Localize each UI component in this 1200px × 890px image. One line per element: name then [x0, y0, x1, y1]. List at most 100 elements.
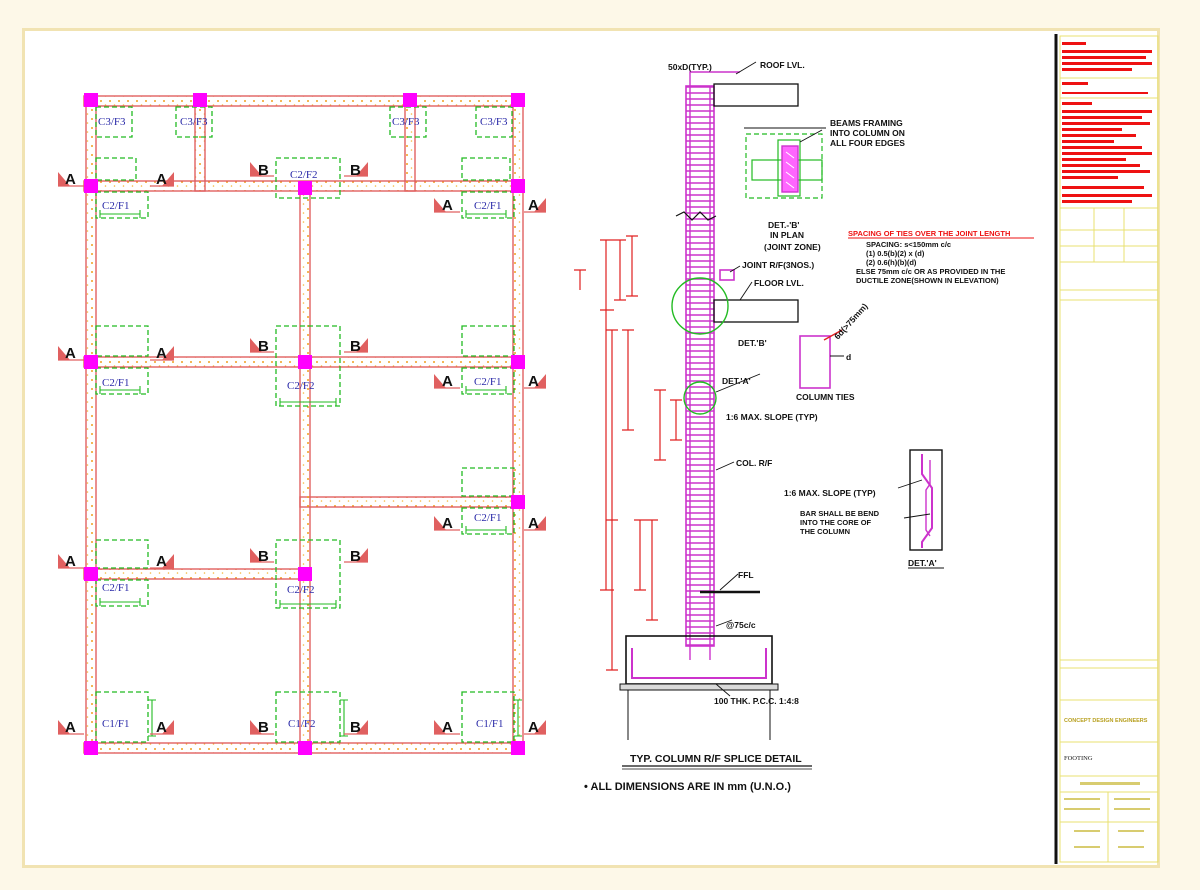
svg-text:A: A — [442, 515, 453, 532]
ties-spacing-label: @75c/c — [726, 620, 756, 630]
svg-text:A: A — [442, 373, 453, 390]
svg-text:B: B — [350, 338, 361, 355]
svg-text:A: A — [442, 197, 453, 214]
svg-text:A: A — [528, 719, 539, 736]
title-block: CONCEPT DESIGN ENGINEERS FOOTING — [1054, 34, 1159, 864]
svg-text:B: B — [258, 719, 269, 736]
section-mark-a: A — [58, 345, 84, 362]
spacing-note-line: DUCTILE ZONE(SHOWN IN ELEVATION) — [856, 276, 999, 285]
label-c2f1: C2/F1 — [102, 582, 130, 594]
beams-framing-label: ALL FOUR EDGES — [830, 138, 905, 148]
spacing-note-line: (1) 0.5(b)(2) x (d) — [866, 249, 925, 258]
column-ties-label: COLUMN TIES — [796, 392, 855, 402]
section-mark-a: A — [150, 553, 174, 570]
section-mark-a: A — [524, 719, 546, 736]
svg-text:A: A — [528, 197, 539, 214]
joint-rf-label: JOINT R/F(3NOS.) — [742, 260, 814, 270]
roof-lvl-label: ROOF LVL. — [760, 60, 805, 70]
bar-bend-label: INTO THE CORE OF — [800, 518, 872, 527]
label-c1f1: C1/F1 — [102, 718, 130, 730]
section-mark-a: A — [150, 719, 174, 736]
svg-text:B: B — [258, 548, 269, 565]
section-mark-a: A — [524, 197, 546, 214]
detail-title: TYP. COLUMN R/F SPLICE DETAIL — [630, 753, 802, 765]
label-c2f1: C2/F1 — [474, 512, 502, 524]
bar-bend-label: BAR SHALL BE BEND — [800, 509, 880, 518]
max-slope-label-2: 1:6 MAX. SLOPE (TYP) — [784, 488, 876, 498]
svg-text:B: B — [350, 719, 361, 736]
label-c2f2: C2/F2 — [287, 584, 315, 596]
foundation-plan: C3/F3 C3/F3 C3/F3 C3/F3 C2/F2 C2/F1 C2/F… — [58, 93, 546, 755]
det-a-ref: DET.'A' — [722, 376, 751, 386]
sheet-name: FOOTING — [1064, 755, 1093, 762]
bar-bend-label: THE COLUMN — [800, 527, 850, 536]
hook-label: 6d(>75mm) — [832, 301, 870, 341]
det-b-title: (JOINT ZONE) — [764, 242, 821, 252]
max-slope-label: 1:6 MAX. SLOPE (TYP) — [726, 412, 818, 422]
svg-text:B: B — [258, 162, 269, 179]
det-a-title: DET.'A' — [908, 558, 937, 568]
lap-dimensions — [574, 235, 682, 671]
section-mark-b: B — [344, 548, 368, 565]
section-mark-b: B — [344, 338, 368, 355]
svg-text:A: A — [528, 373, 539, 390]
drawing-frame — [22, 28, 1160, 868]
section-mark-b: B — [250, 548, 274, 565]
floor-lvl-label: FLOOR LVL. — [754, 278, 804, 288]
spacing-note-line: SPACING: s<150mm c/c — [866, 240, 951, 249]
svg-text:A: A — [528, 515, 539, 532]
label-c2f1: C2/F1 — [102, 200, 130, 212]
col-rf-label: COL. R/F — [736, 458, 772, 468]
column-splice-detail: 50xD(TYP.) ROOF LVL. BEAMS FRAMING INTO … — [574, 60, 1034, 793]
footing-dim-ticks — [99, 210, 522, 737]
ffl-label: FFL — [738, 570, 754, 580]
det-b-title: DET.-'B' — [768, 220, 799, 230]
section-mark-a: A — [58, 719, 84, 736]
column-tie-sketch — [799, 329, 844, 389]
section-mark-a: A — [524, 373, 546, 390]
svg-text:B: B — [350, 548, 361, 565]
label-c2f1: C2/F1 — [474, 200, 502, 212]
label-c2f2: C2/F2 — [290, 169, 318, 181]
label-c1f2: C1/F2 — [288, 718, 316, 730]
section-mark-a: A — [58, 171, 84, 188]
spacing-note-line: ELSE 75mm c/c OR AS PROVIDED IN THE — [856, 267, 1005, 276]
section-mark-b: B — [344, 719, 368, 736]
column-labels: C3/F3 C3/F3 C3/F3 C3/F3 C2/F2 C2/F1 C2/F… — [98, 116, 508, 730]
section-mark-b: B — [250, 338, 274, 355]
svg-text:A: A — [156, 345, 167, 362]
svg-text:B: B — [350, 162, 361, 179]
svg-text:A: A — [156, 553, 167, 570]
footing-outlines — [95, 106, 515, 743]
spacing-note: SPACING OF TIES OVER THE JOINT LENGTH SP… — [848, 229, 1034, 285]
firm-name: CONCEPT DESIGN ENGINEERS — [1064, 718, 1148, 724]
section-mark-a: A — [434, 515, 460, 532]
section-mark-b: B — [250, 719, 274, 736]
svg-text:B: B — [258, 338, 269, 355]
label-c3f3: C3/F3 — [180, 116, 208, 128]
label-c1f1: C1/F1 — [476, 718, 504, 730]
svg-text:A: A — [65, 719, 76, 736]
svg-text:A: A — [156, 719, 167, 736]
tie-d-label: d — [846, 352, 851, 362]
label-c2f1: C2/F1 — [102, 377, 130, 389]
section-mark-a: A — [58, 553, 84, 570]
det-a-callout — [683, 381, 717, 415]
section-mark-a: A — [434, 197, 460, 214]
spacing-note-line: (2) 0.6(h)(b)(d) — [866, 258, 917, 267]
det-b-callout — [671, 277, 729, 335]
section-mark-a: A — [434, 373, 460, 390]
pcc-label: 100 THK. P.C.C. 1:4:8 — [714, 696, 799, 706]
section-mark-a: A — [150, 171, 174, 188]
spacing-note-title: SPACING OF TIES OVER THE JOINT LENGTH — [848, 229, 1010, 238]
label-c3f3: C3/F3 — [480, 116, 508, 128]
roof-beam — [713, 83, 799, 107]
label-c3f3: C3/F3 — [98, 116, 126, 128]
pcc-bed — [619, 683, 779, 691]
section-mark-a: A — [524, 515, 546, 532]
label-c2f2: C2/F2 — [287, 380, 315, 392]
section-mark-a: A — [434, 719, 460, 736]
section-mark-b: B — [344, 162, 368, 179]
det-b-ref: DET.'B' — [738, 338, 767, 348]
